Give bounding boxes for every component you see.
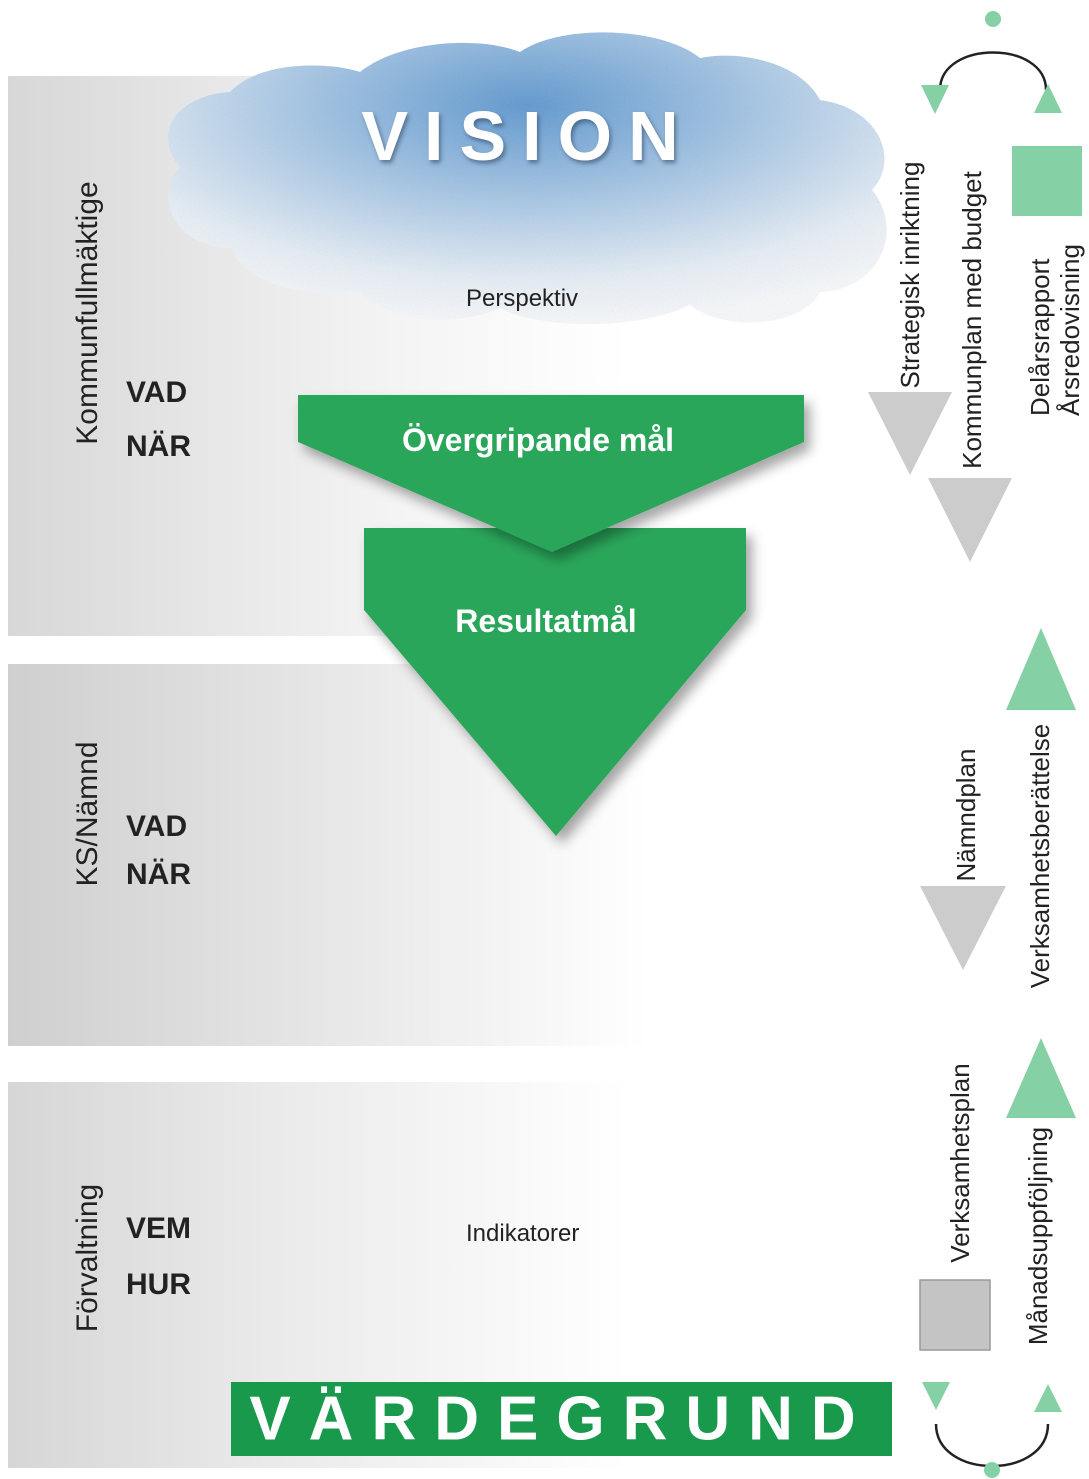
annual-report-label: Årsredovisning: [1055, 244, 1085, 416]
top-cycle-icon: [921, 11, 1062, 114]
report-square-icon: [1012, 146, 1082, 216]
keyword-nar: NÄR: [126, 858, 191, 891]
monthly-followup-label: Månadsuppföljning: [1023, 1126, 1053, 1346]
values-banner: VÄRDEGRUND: [231, 1382, 892, 1456]
keyword-vem: VEM: [126, 1212, 192, 1245]
level-label-forvaltning: Förvaltning: [71, 1183, 104, 1333]
activity-plan-label: Verksamhetsplan: [945, 1063, 975, 1263]
result-goals-shape: [364, 528, 746, 836]
keyword-vad: VAD: [126, 810, 188, 843]
monthly-followup-arrow: [1006, 1038, 1076, 1118]
result-goals-label: Resultatmål: [455, 603, 637, 639]
interim-report-label: Delårsrapport: [1025, 258, 1055, 416]
bottom-cycle-icon: [922, 1382, 1062, 1478]
strategic-direction-label: Strategisk inriktning: [895, 161, 925, 389]
keyword-vad: VAD: [126, 376, 188, 409]
reports-label: Delårsrapport Årsredovisning: [1025, 244, 1085, 416]
keyword-nar: NÄR: [126, 430, 191, 463]
indicators-label: Indikatorer: [466, 1220, 580, 1247]
level-label-ks-namnd: KS/Nämnd: [71, 741, 104, 887]
board-plan-label: Nämndplan: [951, 748, 981, 882]
municipal-plan-arrow: [928, 478, 1012, 562]
overall-goals-label: Övergripande mål: [401, 422, 675, 458]
level-label-kommunfullmaktige: Kommunfullmäktige: [71, 181, 104, 445]
activity-report-arrow: [1006, 628, 1076, 710]
overall-goals-shape: [298, 395, 804, 552]
municipal-plan-label: Kommunplan med budget: [957, 171, 987, 469]
activity-report-label: Verksamhetsberättelse: [1025, 723, 1055, 989]
vision-cloud: [168, 32, 887, 325]
vision-title: VISION: [361, 97, 695, 175]
strategic-direction-arrow: [868, 392, 952, 475]
keyword-hur: HUR: [126, 1268, 191, 1301]
board-plan-arrow: [920, 886, 1006, 970]
plan-square-icon: [919, 1279, 991, 1351]
perspective-label: Perspektiv: [466, 285, 579, 312]
values-title: VÄRDEGRUND: [249, 1384, 874, 1454]
